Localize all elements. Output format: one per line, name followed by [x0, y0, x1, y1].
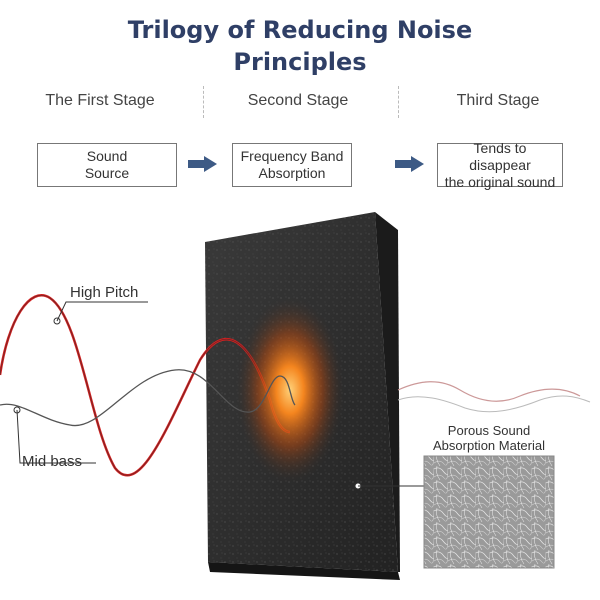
stage-box-disappear: Tends to disappear the original sound — [437, 139, 563, 190]
attenuated-wave — [397, 395, 591, 413]
stage-box-frequency-band: Frequency Band Absorption — [232, 143, 352, 187]
stage-box-line: Absorption — [258, 165, 326, 181]
stage-divider — [203, 86, 204, 118]
stage-box-sound-source: Sound Source — [37, 143, 177, 187]
material-label-line: Absorption Material — [433, 438, 545, 453]
arrow-right-icon — [188, 156, 217, 172]
stage-heading-second: Second Stage — [247, 92, 349, 109]
title-line-2: Principles — [233, 48, 367, 76]
page-title: Trilogy of Reducing Noise Principles — [0, 14, 600, 78]
stage-box-line: Source — [84, 165, 130, 181]
material-label-line: Porous Sound — [447, 423, 531, 438]
stage-box-line: the original sound — [444, 173, 556, 190]
stage-divider — [398, 86, 399, 118]
stage-heading-first: The First Stage — [45, 92, 155, 109]
arrow-right-icon — [395, 156, 424, 172]
attenuated-wave — [397, 381, 581, 402]
material-label: Porous Sound Absorption Material — [414, 423, 564, 453]
stage-heading-third: Third Stage — [456, 92, 540, 109]
mid-bass-wave — [0, 369, 296, 427]
material-closeup — [423, 455, 555, 569]
mid-bass-label: Mid bass — [22, 453, 83, 470]
stage-box-line: Tends to disappear — [469, 139, 531, 173]
title-line-1: Trilogy of Reducing Noise — [127, 16, 473, 44]
absorption-illustration — [0, 212, 591, 580]
stage-box-line: Sound — [86, 148, 128, 164]
high-pitch-label: High Pitch — [70, 284, 139, 301]
stage-box-line: Frequency Band — [240, 148, 344, 164]
